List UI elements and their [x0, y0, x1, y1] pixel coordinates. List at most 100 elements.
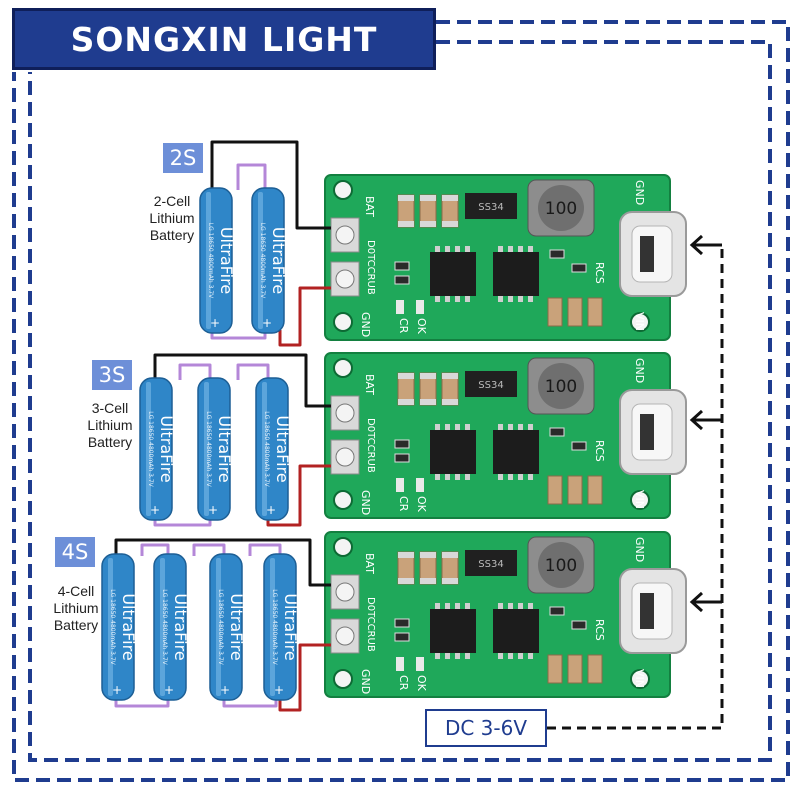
capacitor-cap [420, 195, 436, 201]
bat-pad-hole [335, 403, 355, 423]
wire-link-4s [192, 543, 226, 556]
resistor [394, 261, 410, 271]
battery-highlight [160, 558, 165, 696]
caption-line: Lithium [149, 210, 195, 226]
ic-pin [455, 246, 460, 252]
resistor [549, 606, 565, 616]
ic-pin [445, 474, 450, 480]
battery-highlight [258, 192, 263, 329]
inductor-label: 100 [545, 556, 577, 576]
capacitor-cap [442, 578, 458, 584]
battery-plus: + [262, 316, 272, 330]
resistor [571, 620, 587, 630]
diode-label: SS34 [478, 202, 503, 213]
battery-brand: UltraFire [215, 415, 234, 482]
led-cr [396, 300, 404, 314]
gnd-label: GND [359, 669, 372, 694]
battery-brand: UltraFire [217, 227, 236, 294]
inductor-core [538, 185, 584, 231]
ic-pin [518, 296, 523, 302]
capacitor-cap [442, 195, 458, 201]
capacitor [547, 297, 563, 327]
resistor [549, 249, 565, 259]
ic-pin [465, 653, 470, 659]
ic-pin [455, 296, 460, 302]
wire-positive-3s [266, 464, 318, 527]
capacitor [587, 297, 603, 327]
wire-link-4s [140, 543, 170, 556]
battery-highlight [206, 192, 211, 329]
capacitor-cap [398, 195, 414, 201]
battery-brand: UltraFire [119, 593, 138, 660]
caption-line: 4-Cell [57, 583, 95, 599]
diode-label: SS34 [478, 380, 503, 391]
cr-label: CR [397, 318, 410, 334]
ic-pin [518, 603, 523, 609]
ic-pin [465, 603, 470, 609]
resistor [571, 263, 587, 273]
capacitor-cap [442, 373, 458, 379]
battery-plus: + [150, 503, 160, 517]
battery-spec: LG 18650 4800mAh 3.7V [109, 589, 116, 665]
wire-negative-4s [114, 538, 318, 587]
group-caption-2s: 2-Cell Lithium Battery [140, 193, 204, 244]
ic-pin [435, 296, 440, 302]
ic-pin [498, 424, 503, 430]
capacitor-cap [420, 399, 436, 405]
capacitor [587, 654, 603, 684]
capacitor-cap [442, 399, 458, 405]
vin-label: VIN [633, 312, 646, 331]
battery-plus: + [220, 683, 230, 697]
battery-brand: UltraFire [281, 593, 300, 660]
mount-hole [630, 669, 650, 689]
ic-pin [498, 246, 503, 252]
wire-positive-2s [278, 286, 318, 347]
vin-label: VIN [633, 490, 646, 509]
ic-pin [508, 474, 513, 480]
caption-line: Battery [149, 227, 195, 243]
ic-pin [465, 424, 470, 430]
ic-chip [493, 430, 539, 474]
battery-plus: + [266, 503, 276, 517]
ic-pin [435, 246, 440, 252]
usb-c-tongue [640, 593, 654, 629]
ic-pin [465, 474, 470, 480]
battery-brand: UltraFire [269, 227, 288, 294]
battery-spec: LG 18650 4800mAh 3.7V [259, 223, 266, 299]
group-caption-3s: 3-Cell Lithium Battery [78, 400, 142, 451]
battery-brand: UltraFire [171, 593, 190, 660]
gnd-pad-hole [335, 447, 355, 467]
rcs-label: RCS [593, 619, 606, 641]
ic-pin [528, 474, 533, 480]
diode [465, 371, 517, 397]
ok-label: OK [415, 675, 428, 692]
caption-line: Battery [87, 434, 133, 450]
resistor [394, 275, 410, 285]
battery-spec: LG 18650 4800mAh 3.7V [147, 411, 154, 487]
mount-hole [333, 312, 353, 332]
ic-pin [518, 246, 523, 252]
battery-spec: LG 18650 4800mAh 3.7V [161, 589, 168, 665]
caption-line: Lithium [53, 600, 99, 616]
ic-pin [518, 424, 523, 430]
bat-pad-hole [335, 225, 355, 245]
led-ok [416, 478, 424, 492]
cr-label: CR [397, 496, 410, 512]
wire-link-3s [178, 363, 212, 380]
ic-pin [528, 246, 533, 252]
gnd-label-right: GND [633, 180, 646, 205]
caption-line: Battery [53, 617, 99, 633]
led-cr [396, 657, 404, 671]
capacitor-cap [442, 552, 458, 558]
wire-link-3s [153, 518, 212, 527]
battery-spec: LG 18650 4800mAh 3.7V [263, 411, 270, 487]
ic-pin [508, 653, 513, 659]
